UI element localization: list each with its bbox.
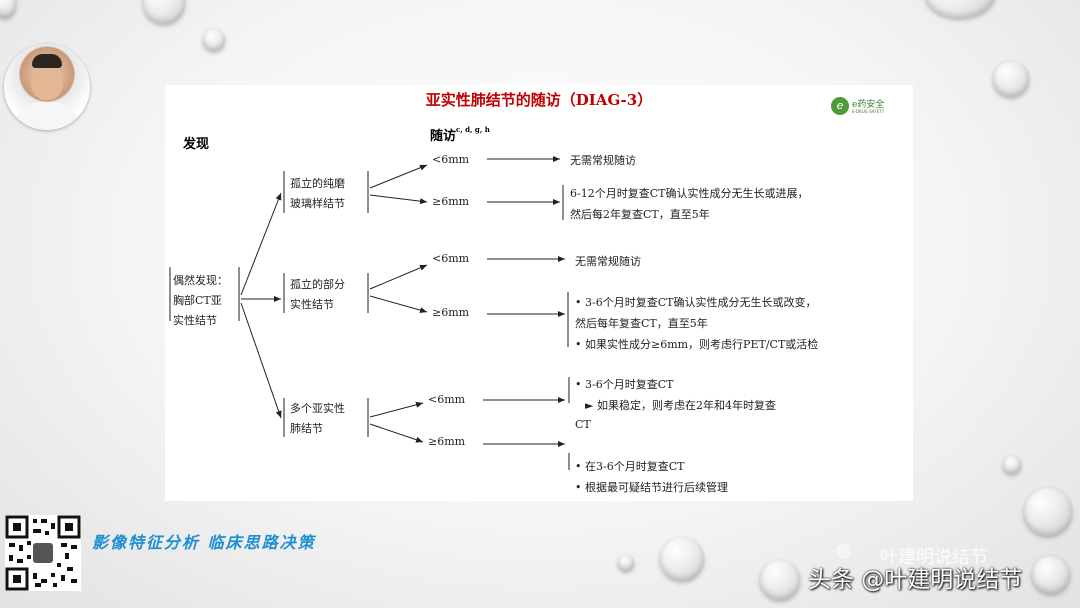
water-drop: [203, 29, 225, 51]
e-drug-safety-logo: e e药安全 E-DRUG SAFETY: [831, 95, 891, 117]
water-drop: [1032, 556, 1070, 594]
branch-3-small: <6mm: [428, 393, 466, 406]
watermark-faint: 叶建明说结节: [880, 547, 988, 568]
branch-1-large: ≥6mm: [432, 195, 470, 208]
wechat-icon: ◍: [836, 540, 852, 561]
branch-3-small-result-1: • 3-6个月时复查CT: [575, 378, 674, 391]
qr-code: [5, 515, 81, 591]
branch-1-label-1: 孤立的纯磨: [290, 177, 345, 190]
slogan: 影像特征分析 临床思路决策: [92, 533, 316, 552]
root-line-1: 偶然发现：: [173, 274, 228, 287]
water-drop: [1003, 456, 1021, 474]
root-line-3: 实性结节: [173, 314, 217, 327]
branch-1-small-result: 无需常规随访: [570, 154, 636, 167]
branch-2-large-result-1: • 3-6个月时复查CT确认实性成分无生长或改变，: [575, 296, 817, 309]
branch-3-small-result-2: ► 如果稳定，则考虑在2年和4年时复查: [585, 399, 776, 412]
branch-1-large-result-2: 然后每2年复查CT，直至5年: [570, 208, 710, 221]
slide-title: 亚实性肺结节的随访（DIAG-3）: [425, 91, 653, 109]
branch-3-large-result-2: • 根据最可疑结节进行后续管理: [575, 481, 728, 494]
doctor-avatar: [4, 44, 90, 130]
logo-subtext: E-DRUG SAFETY: [852, 109, 885, 114]
branch-2-large-result-3: • 如果实性成分≥6mm，则考虑行PET/CT或活检: [575, 338, 819, 351]
header-find: 发现: [183, 137, 210, 152]
logo-icon: e: [831, 97, 849, 115]
branch-2-small-result: 无需常规随访: [575, 255, 641, 268]
flowchart-connectors: [169, 156, 570, 470]
branch-1-large-result-1: 6-12个月时复查CT确认实性成分无生长或进展，: [570, 187, 809, 200]
branch-1-small: <6mm: [432, 153, 470, 166]
branch-2-large-result-2: 然后每年复查CT，直至5年: [575, 317, 708, 330]
branch-3-large-result-1: • 在3-6个月时复查CT: [575, 460, 685, 473]
water-drop: [993, 61, 1029, 97]
branch-2-label-2: 实性结节: [290, 298, 334, 311]
header-follow-label: 随访: [430, 129, 457, 144]
branch-2-large: ≥6mm: [432, 306, 470, 319]
branch-3-large: ≥6mm: [428, 435, 466, 448]
branch-3-label-1: 多个亚实性: [290, 402, 345, 415]
water-drop: [1024, 488, 1072, 536]
header-follow-sup: c, d, g, h: [456, 125, 490, 134]
water-drop: [0, 0, 16, 18]
watermark: 头条 @叶建明说结节: [808, 567, 1023, 593]
branch-3-label-2: 肺结节: [290, 422, 323, 435]
branch-3-small-result-3: CT: [575, 418, 591, 431]
water-drop: [660, 537, 704, 581]
branch-2-small: <6mm: [432, 252, 470, 265]
header-follow: 随访c, d, g, h: [430, 125, 490, 144]
water-drop: [143, 0, 185, 24]
root-line-2: 胸部CT亚: [173, 294, 222, 307]
branch-1-label-2: 玻璃样结节: [290, 197, 345, 210]
branch-2-label-1: 孤立的部分: [290, 278, 345, 291]
logo-text: e药安全: [852, 100, 885, 110]
water-drop: [618, 555, 634, 571]
qr-code-pattern: [5, 515, 81, 591]
flowchart-slide: 亚实性肺结节的随访（DIAG-3） e e药安全 E-DRUG SAFETY 发…: [165, 85, 913, 501]
water-drop: [760, 560, 800, 600]
water-drop: [925, 0, 995, 18]
